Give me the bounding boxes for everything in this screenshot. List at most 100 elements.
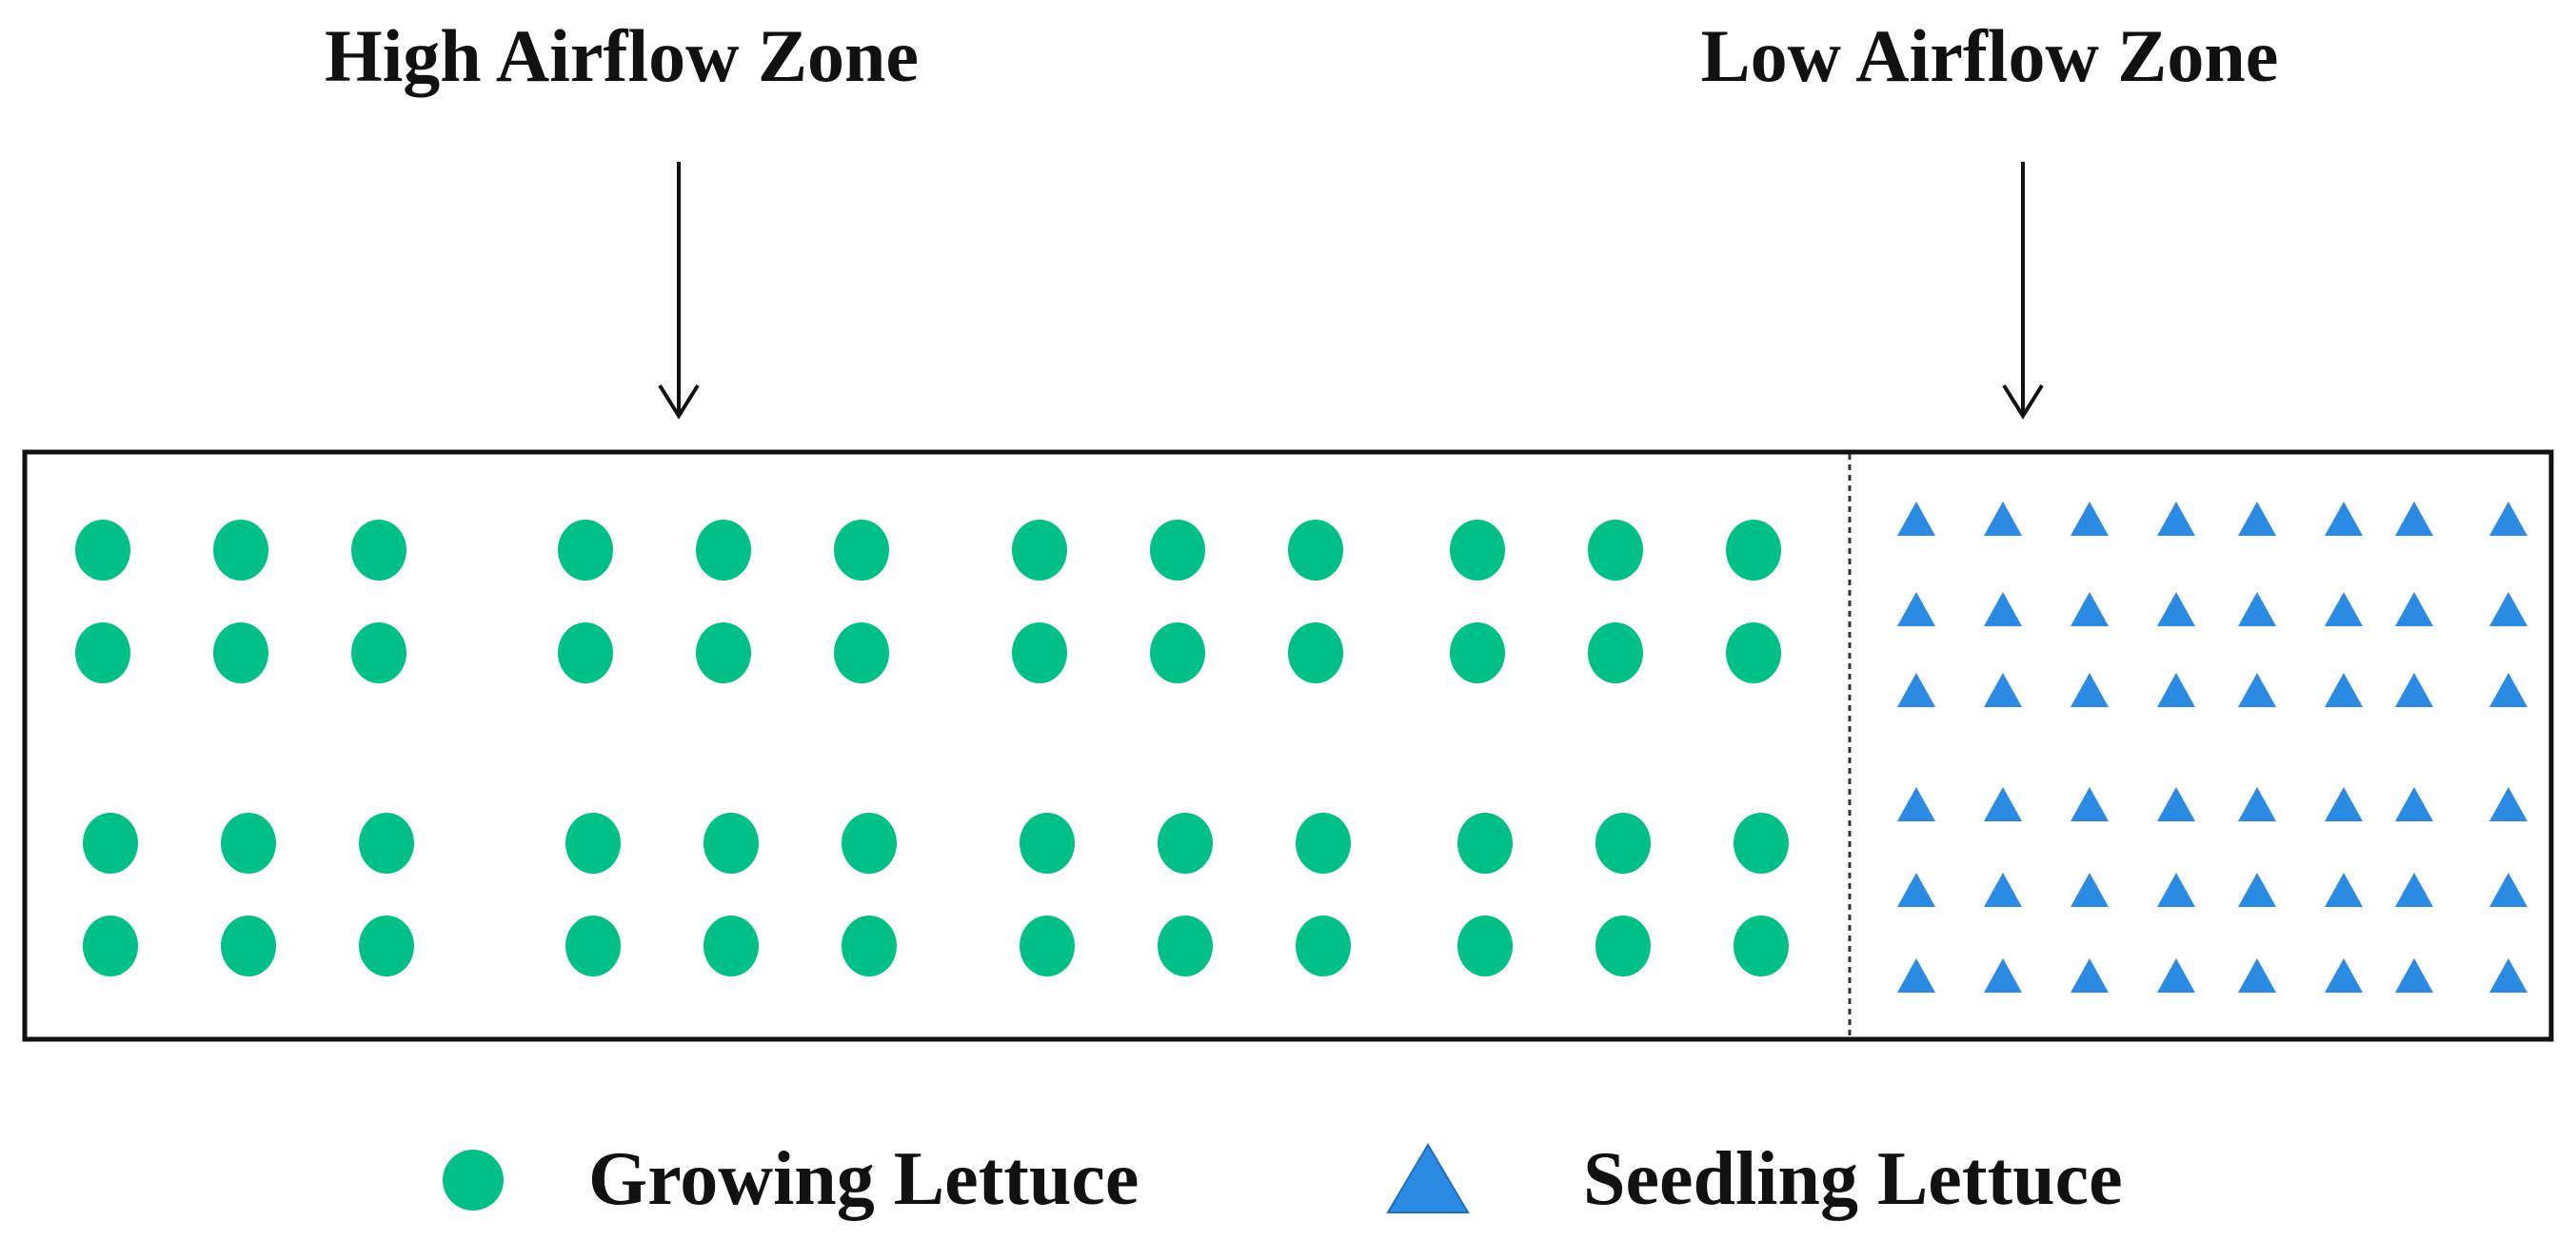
growing-lettuce-plant <box>1296 813 1351 874</box>
growing-lettuce-plant <box>351 520 406 581</box>
growing-lettuce-plant <box>1457 813 1513 874</box>
growing-lettuce-plant <box>842 916 897 976</box>
seedling-lettuce-plant <box>2489 673 2527 707</box>
seedling-lettuce-plant <box>2489 958 2527 993</box>
seedling-lettuce-plant <box>2238 787 2276 821</box>
growing-lettuce-plant <box>1734 813 1789 874</box>
growing-lettuce-plant <box>1020 813 1075 874</box>
seedling-lettuce-plant <box>2325 958 2363 993</box>
seedling-lettuce-plant <box>2395 787 2433 821</box>
growing-lettuce-plant <box>213 622 268 683</box>
growing-lettuce-plant <box>213 520 268 581</box>
high-airflow-zone-title: High Airflow Zone <box>325 14 919 97</box>
growing-lettuce-plant <box>1595 916 1651 976</box>
growing-lettuce-plant <box>359 916 414 976</box>
growing-lettuce-plant <box>1150 520 1205 581</box>
seedling-lettuce-plant <box>2071 958 2109 993</box>
seedling-lettuce-plant <box>2395 502 2433 536</box>
seedling-lettuce-plant <box>2238 958 2276 993</box>
growing-lettuce-plant <box>359 813 414 874</box>
seedling-lettuce-plant <box>2071 502 2109 536</box>
growing-lettuce-plant <box>1158 916 1213 976</box>
growing-lettuce-plant <box>1726 622 1781 683</box>
seedling-lettuce-plant <box>1984 958 2022 993</box>
growing-lettuce-plant <box>351 622 406 683</box>
seedling-lettuce-plant <box>2489 592 2527 626</box>
seedling-lettuce-plant <box>2157 502 2195 536</box>
growing-lettuce-plant <box>1450 520 1505 581</box>
growing-lettuce-group <box>75 520 1789 976</box>
growing-lettuce-plant <box>1588 520 1643 581</box>
growing-lettuce-plant <box>703 813 759 874</box>
growing-lettuce-plant <box>1012 622 1067 683</box>
growing-lettuce-plant <box>558 520 613 581</box>
growing-lettuce-plant <box>83 916 138 976</box>
legend-label-growing: Growing Lettuce <box>588 1137 1139 1221</box>
seedling-lettuce-plant <box>2157 787 2195 821</box>
seedling-lettuce-plant <box>1897 873 1935 907</box>
seedling-lettuce-plant <box>1897 502 1935 536</box>
seedling-lettuce-plant <box>2325 502 2363 536</box>
growing-lettuce-plant <box>703 916 759 976</box>
triangle-icon <box>1386 1143 1470 1213</box>
seedling-lettuce-plant <box>1897 958 1935 993</box>
growing-lettuce-plant <box>83 813 138 874</box>
seedling-lettuce-plant <box>2395 958 2433 993</box>
low-airflow-zone-title: Low Airflow Zone <box>1701 14 2279 97</box>
growing-lettuce-plant <box>75 622 130 683</box>
seedling-lettuce-group <box>1897 502 2527 993</box>
seedling-lettuce-plant <box>2325 787 2363 821</box>
growing-lettuce-plant <box>1595 813 1651 874</box>
high-zone-arrow <box>658 162 700 420</box>
seedling-lettuce-plant <box>2157 873 2195 907</box>
seedling-lettuce-plant <box>2395 873 2433 907</box>
growing-lettuce-plant <box>834 520 889 581</box>
seedling-lettuce-plant <box>2489 787 2527 821</box>
seedling-lettuce-plant <box>2489 502 2527 536</box>
growing-lettuce-plant <box>1150 622 1205 683</box>
seedling-lettuce-plant <box>2395 673 2433 707</box>
seedling-lettuce-plant <box>2157 958 2195 993</box>
growing-lettuce-plant <box>1296 916 1351 976</box>
seedling-lettuce-plant <box>2157 673 2195 707</box>
seedling-lettuce-plant <box>1897 787 1935 821</box>
seedling-lettuce-plant <box>1984 673 2022 707</box>
seedling-lettuce-plant <box>2395 592 2433 626</box>
growing-lettuce-plant <box>1450 622 1505 683</box>
growing-lettuce-plant <box>75 520 130 581</box>
seedling-lettuce-plant <box>1984 873 2022 907</box>
growing-lettuce-plant <box>1588 622 1643 683</box>
seedling-lettuce-plant <box>2325 873 2363 907</box>
seedling-lettuce-plant <box>1984 502 2022 536</box>
growing-lettuce-plant <box>696 622 751 683</box>
growing-lettuce-plant <box>1734 916 1789 976</box>
seedling-lettuce-plant <box>2489 873 2527 907</box>
seedling-lettuce-plant <box>2238 592 2276 626</box>
growing-lettuce-plant <box>558 622 613 683</box>
growing-lettuce-plant <box>1457 916 1513 976</box>
seedling-lettuce-plant <box>2071 873 2109 907</box>
seedling-lettuce-plant <box>2238 502 2276 536</box>
seedling-lettuce-plant <box>1897 673 1935 707</box>
seedling-lettuce-plant <box>2238 673 2276 707</box>
growing-lettuce-plant <box>1020 916 1075 976</box>
seedling-lettuce-plant <box>2238 873 2276 907</box>
legend-label-seedling: Seedling Lettuce <box>1583 1137 2123 1221</box>
growing-lettuce-plant <box>221 813 276 874</box>
seedling-lettuce-plant <box>1984 592 2022 626</box>
seedling-lettuce-plant <box>2071 673 2109 707</box>
growing-lettuce-plant <box>1726 520 1781 581</box>
growing-lettuce-plant <box>1288 622 1343 683</box>
seedling-lettuce-plant <box>1897 592 1935 626</box>
growing-lettuce-plant <box>696 520 751 581</box>
seedling-lettuce-plant <box>2071 787 2109 821</box>
growing-lettuce-plant <box>565 916 621 976</box>
growing-lettuce-plant <box>1288 520 1343 581</box>
legend: Growing Lettuce Seedling Lettuce <box>443 1137 2123 1221</box>
growing-lettuce-plant <box>1158 813 1213 874</box>
growing-bed-outline <box>22 449 2554 1042</box>
growing-lettuce-plant <box>221 916 276 976</box>
seedling-lettuce-plant <box>2157 592 2195 626</box>
growing-lettuce-plant <box>565 813 621 874</box>
growing-lettuce-plant <box>1012 520 1067 581</box>
